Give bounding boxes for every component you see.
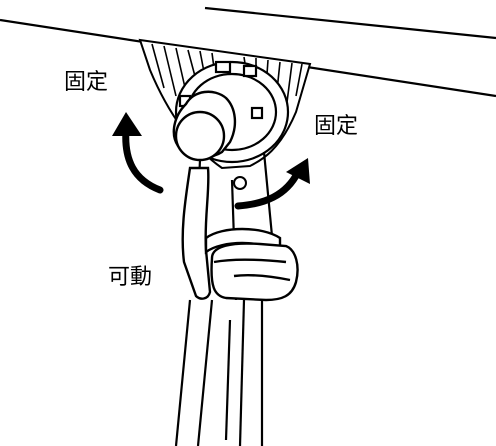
label-movable: 可動: [108, 265, 153, 290]
release-lever: [181, 166, 212, 300]
label-fixed-right: 固定: [314, 114, 359, 139]
clamp-collar: [204, 227, 299, 302]
rotate-arrow-left: [112, 112, 164, 194]
shaft-hole: [233, 176, 247, 190]
rotate-arrow-right: [234, 158, 310, 210]
label-fixed-left: 固定: [64, 70, 109, 95]
lock-knob: [172, 90, 237, 162]
